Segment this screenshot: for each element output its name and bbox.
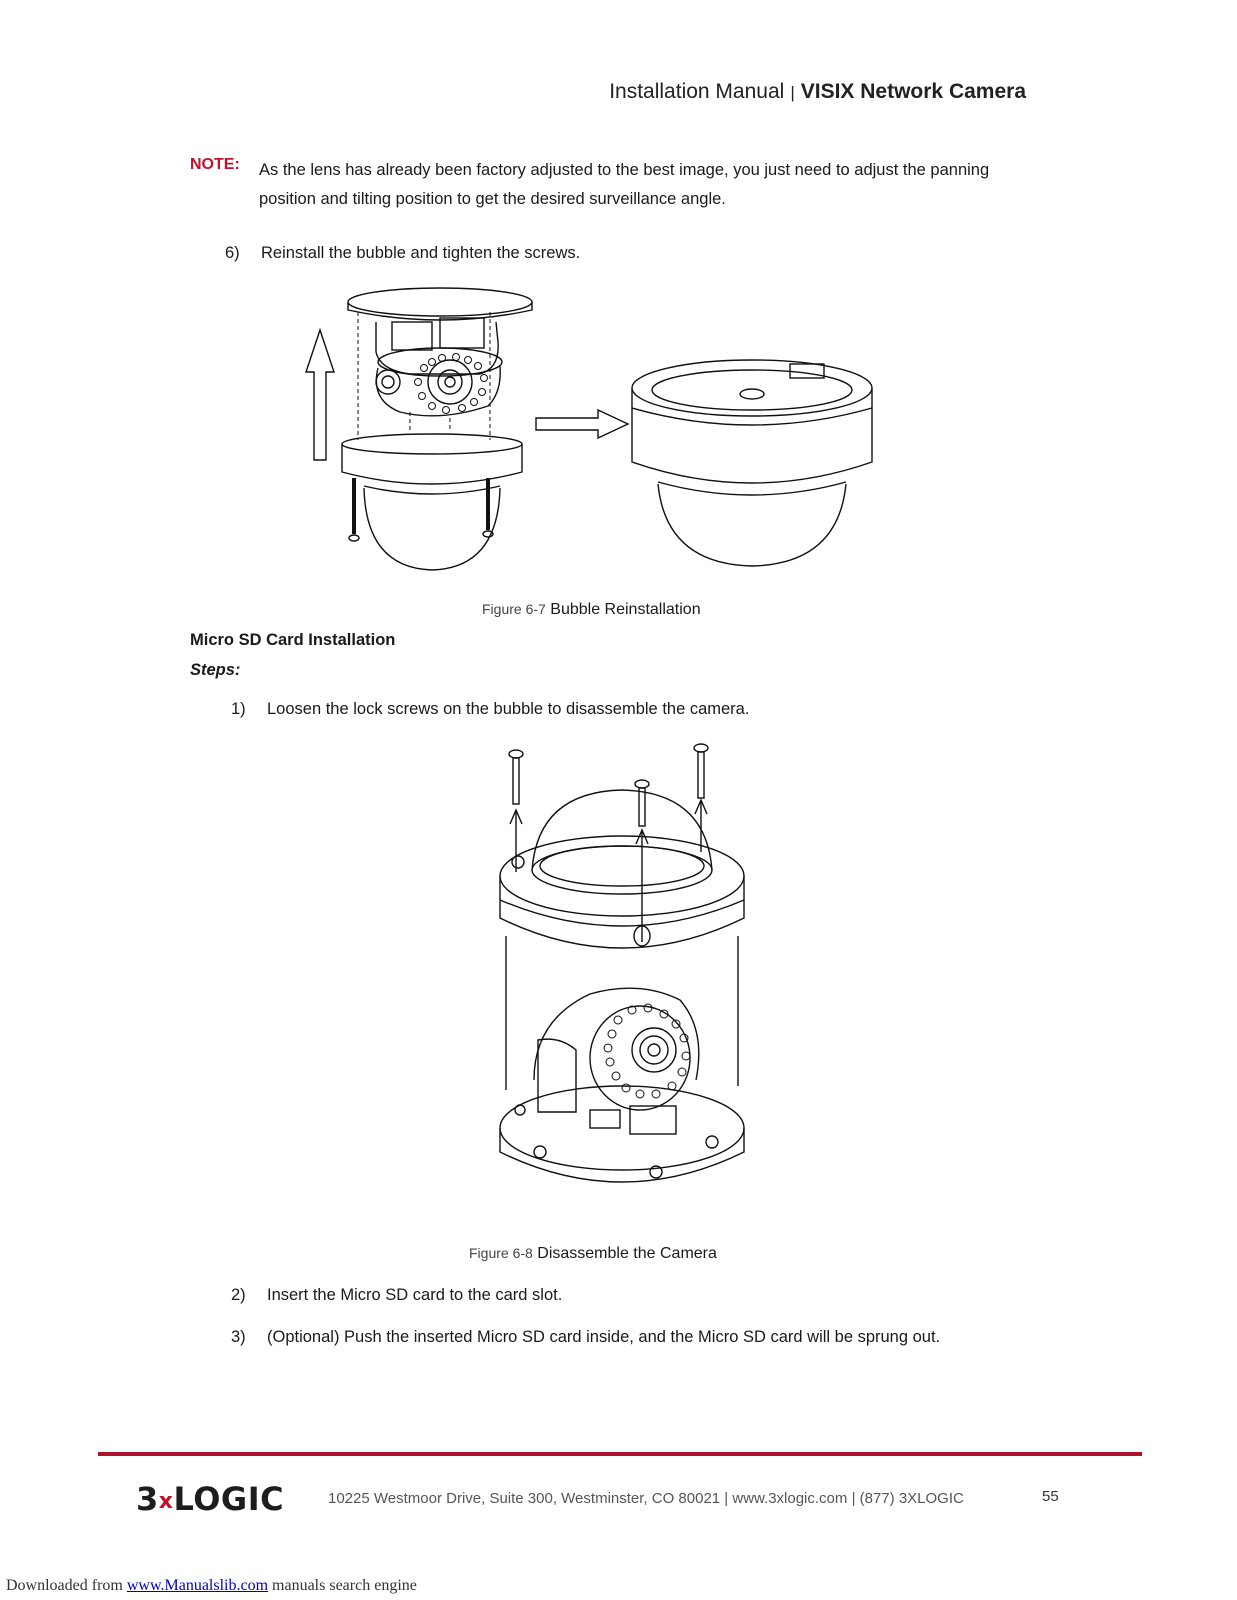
header-title: Installation Manual	[609, 80, 785, 103]
step-number: 3)	[231, 1328, 246, 1346]
header-product: VISIX Network Camera	[800, 80, 1026, 103]
download-banner: Downloaded from www.Manualslib.com manua…	[6, 1577, 417, 1595]
step-text: Insert the Micro SD card to the card slo…	[267, 1286, 563, 1304]
step-text: (Optional) Push the inserted Micro SD ca…	[267, 1328, 941, 1346]
note-text: As the lens has already been factory adj…	[259, 161, 990, 208]
step-text: Reinstall the bubble and tighten the scr…	[261, 244, 581, 262]
figure-6-8-caption: Figure 6-8 Disassemble the Camera	[469, 1245, 717, 1263]
page-header: Installation Manual | VISIX Network Camera	[609, 80, 1026, 104]
figure-title: Disassemble the Camera	[537, 1245, 717, 1262]
footer-address: 10225 Westmoor Drive, Suite 300, Westmin…	[328, 1490, 964, 1507]
step-6: 6) Reinstall the bubble and tighten the s…	[225, 244, 580, 263]
logo-part: LOGIC	[173, 1480, 285, 1518]
figure-label: Figure 6-7	[482, 601, 546, 617]
note-label: NOTE:	[190, 156, 240, 173]
3xlogic-logo: 3xLOGIC	[136, 1480, 284, 1518]
header-separator: |	[790, 83, 795, 102]
disassemble-camera-figure	[499, 743, 745, 1183]
step-text: Loosen the lock screws on the bubble to …	[267, 700, 750, 718]
figure-label: Figure 6-8	[469, 1245, 533, 1261]
manualslib-link[interactable]: www.Manualslib.com	[126, 1577, 269, 1594]
step-number: 6)	[225, 244, 240, 262]
page-number: 55	[1042, 1488, 1059, 1505]
step-3: 3) (Optional) Push the inserted Micro SD …	[231, 1328, 940, 1347]
step-1: 1) Loosen the lock screws on the bubble t…	[231, 700, 749, 719]
figure-title: Bubble Reinstallation	[550, 601, 701, 618]
figure-6-7-caption: Figure 6-7 Bubble Reinstallation	[482, 601, 701, 619]
step-2: 2) Insert the Micro SD card to the card s…	[231, 1286, 562, 1305]
footer-divider	[98, 1452, 1142, 1456]
download-prefix: Downloaded from	[6, 1577, 127, 1594]
step-number: 2)	[231, 1286, 246, 1304]
step-number: 1)	[231, 700, 246, 718]
logo-x: x	[158, 1489, 174, 1514]
logo-part: 3	[136, 1480, 159, 1518]
section-title: Micro SD Card Installation	[190, 631, 396, 649]
download-suffix: manuals search engine	[268, 1577, 417, 1594]
steps-label: Steps:	[190, 661, 241, 679]
bubble-reinstallation-figure	[305, 287, 873, 571]
